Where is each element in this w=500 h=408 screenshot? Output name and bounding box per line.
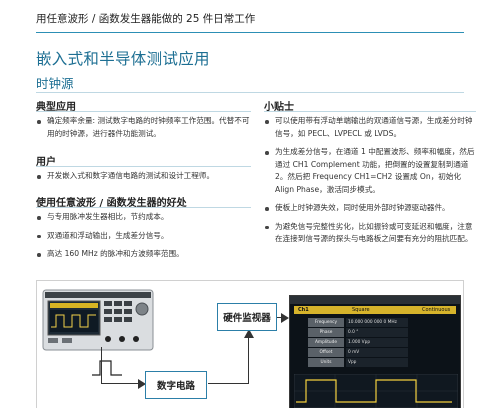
list-item: 双通道和浮动输出，生成差分信号。 bbox=[36, 230, 251, 243]
function-generator-image bbox=[42, 289, 154, 351]
param-name: Frequency bbox=[308, 318, 344, 327]
users-list: 开发嵌入式和数字通信电路的测试和设计工程师。 bbox=[36, 170, 251, 189]
param-name: Phase bbox=[308, 328, 344, 337]
param-row: Frequency 10.000 000 000 0 MHz bbox=[308, 318, 408, 327]
arrow-right-icon bbox=[281, 313, 289, 323]
section-subtitle: 时钟源 bbox=[36, 76, 74, 91]
screen-channel-bar bbox=[294, 306, 456, 314]
users-rule bbox=[36, 166, 251, 167]
param-value: 1.000 Vpp bbox=[346, 338, 408, 347]
param-name: Amplitude bbox=[308, 338, 344, 347]
benefits-rule bbox=[36, 207, 251, 208]
list-item: 确定频率余量: 测试数字电路的时钟频率工作范围。代替不可用的时钟源，进行器件功能… bbox=[36, 115, 251, 140]
typical-app-list: 确定频率余量: 测试数字电路的时钟频率工作范围。代替不可用的时钟源，进行器件功能… bbox=[36, 115, 251, 146]
tips-heading: 小贴士 bbox=[264, 102, 294, 113]
param-value: 0.0 ° bbox=[346, 328, 408, 337]
param-value: 0 mV bbox=[346, 348, 408, 357]
typical-app-rule bbox=[36, 111, 251, 112]
screen-waveform-label: Square bbox=[352, 307, 370, 313]
connector-line bbox=[208, 383, 248, 385]
section-title: 嵌入式和半导体测试应用 bbox=[36, 50, 210, 68]
list-item: 为生成差分信号，在通道 1 中配置波形、频率和幅度，然后通过 CH1 Compl… bbox=[264, 146, 476, 196]
digital-circuit-box: 数字电路 bbox=[145, 371, 207, 399]
benefits-list: 与专用脉冲发生器相比，节约成本。 双通道和浮动输出，生成差分信号。 高达 160… bbox=[36, 211, 251, 267]
users-heading: 用户 bbox=[36, 157, 56, 168]
param-row: Offset 0 mV bbox=[308, 348, 408, 357]
param-name: Units bbox=[308, 358, 344, 367]
screen-param-table: Frequency 10.000 000 000 0 MHz Phase 0.0… bbox=[308, 318, 408, 367]
list-item: 使板上时钟源失效，同时使用外部时钟源驱动器件。 bbox=[264, 202, 476, 215]
param-value: Vpp bbox=[346, 358, 408, 367]
header-title: 用任意波形 / 函数发生器能做的 25 件日常工作 bbox=[36, 13, 256, 25]
param-row: Phase 0.0 ° bbox=[308, 328, 408, 337]
tips-list: 可以使用带有浮动单端输出的双通道信号源，生成差分时钟信号，如 PECL、LVPE… bbox=[264, 115, 476, 252]
arrow-up-icon bbox=[244, 329, 254, 338]
list-item: 开发嵌入式和数字通信电路的测试和设计工程师。 bbox=[36, 170, 251, 183]
param-name: Offset bbox=[308, 348, 344, 357]
header-rule bbox=[36, 32, 464, 33]
arrow-right-icon bbox=[138, 379, 146, 389]
screen-topbar bbox=[290, 296, 460, 304]
screen-channel-label: Ch1 bbox=[298, 307, 309, 313]
setup-figure: 硬件监视器 数字电路 Ch1 Square Continuous Frequen… bbox=[36, 280, 464, 408]
list-item: 高达 160 MHz 的脉冲和方波频率范围。 bbox=[36, 248, 251, 261]
list-item: 与专用脉冲发生器相比，节约成本。 bbox=[36, 211, 251, 224]
param-row: Amplitude 1.000 Vpp bbox=[308, 338, 408, 347]
subtitle-rule bbox=[36, 92, 464, 93]
list-item: 为避免信号完整性劣化，比如振铃或可变延迟和幅度，注意在连接到信号源的探头与电路板… bbox=[264, 221, 476, 246]
param-value: 10.000 000 000 0 MHz bbox=[346, 318, 408, 327]
param-row: Units Vpp bbox=[308, 358, 408, 367]
connector-line bbox=[101, 347, 103, 383]
connector-line bbox=[248, 337, 250, 384]
tips-rule bbox=[264, 111, 476, 112]
instrument-screen: Ch1 Square Continuous Frequency 10.000 0… bbox=[289, 295, 461, 408]
hardware-monitor-box: 硬件监视器 bbox=[217, 303, 277, 331]
benefits-heading: 使用任意波形 / 函数发生器的好处 bbox=[36, 198, 187, 209]
screen-mode-label: Continuous bbox=[422, 307, 451, 313]
screen-waveform-plot bbox=[294, 374, 458, 408]
list-item: 可以使用带有浮动单端输出的双通道信号源，生成差分时钟信号，如 PECL、LVPE… bbox=[264, 115, 476, 140]
connector-line bbox=[101, 383, 143, 385]
typical-app-heading: 典型应用 bbox=[36, 102, 76, 113]
square-wave-icon bbox=[92, 360, 122, 376]
page-header: 用任意波形 / 函数发生器能做的 25 件日常工作 bbox=[0, 0, 500, 34]
